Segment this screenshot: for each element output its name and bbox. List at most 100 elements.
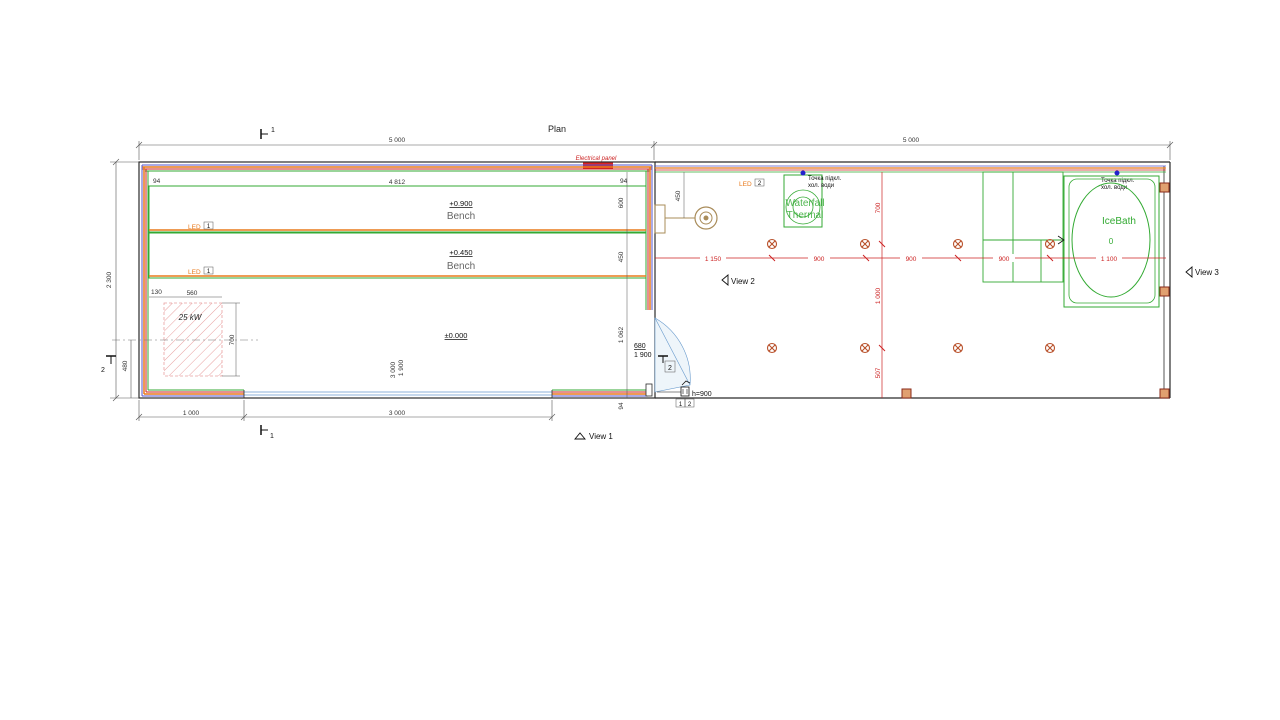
dim-480: 480: [122, 360, 129, 371]
section-mark-1-bottom-label: 1: [270, 433, 274, 440]
ice-bath: [1063, 175, 1160, 308]
water-point-2-line1: Точка підкл.: [1101, 178, 1135, 184]
grid-x-1: 1 150: [705, 256, 722, 263]
dim-bench-top: 600: [618, 197, 625, 208]
section-mark-1-bottom: 1: [260, 425, 274, 440]
window-glazing: [243, 390, 553, 398]
post: [1159, 388, 1170, 399]
dim-bottom-middle: 3 000: [389, 410, 406, 417]
water-point-1-line2: хол. води: [808, 183, 834, 189]
dim-top-right: 5 000: [903, 137, 920, 144]
heater-power: 25 kW: [178, 313, 203, 322]
view-3-marker: View 3: [1185, 266, 1219, 278]
light-fixture: [859, 342, 871, 354]
led-2-label: LED: [739, 181, 752, 188]
section-mark-1-top-label: 1: [271, 127, 275, 134]
led-1-lower-tag: [203, 266, 214, 275]
section-mark-2-left: 2: [101, 355, 116, 374]
view-1-marker: View 1: [574, 432, 613, 441]
led-2-tag: [754, 178, 765, 187]
dim-floor: 1 062: [618, 326, 625, 343]
view-3-label: View 3: [1195, 268, 1219, 277]
bench-upper: [148, 185, 647, 233]
window-height-sill: 1 900: [398, 359, 405, 376]
post: [901, 388, 912, 399]
grid-y-labels: 700 1 000 507: [875, 202, 882, 378]
post: [1159, 182, 1170, 193]
bottom-dimension-line: [135, 400, 556, 421]
water-point-1: [800, 170, 806, 176]
light-fixture: [1044, 342, 1056, 354]
light-fixture: [766, 238, 778, 250]
dim-bottom-94: 94: [618, 402, 625, 410]
light-fixtures: [766, 238, 1056, 354]
grid-x-5: 1 100: [1101, 256, 1118, 263]
tap-tag-2-box: [684, 398, 695, 408]
waterfall-label: Waterfall: [785, 198, 824, 209]
section-mark-2-right-label: 2: [668, 365, 672, 372]
posts: [901, 182, 1170, 399]
dim-top-left: 5 000: [389, 137, 406, 144]
grid-y-2: 1 000: [875, 287, 882, 304]
window-height-top: 3 000: [390, 361, 397, 378]
water-point-1-line1: Точка підкл.: [808, 176, 842, 182]
electrical-panel-label: Electrical panel: [576, 156, 617, 162]
shower-head: [654, 204, 718, 234]
right-room-walls: [654, 161, 1171, 399]
section-mark-1-top: 1: [260, 127, 275, 139]
arrow-icon: [1057, 235, 1065, 245]
led-1-upper-label: LED: [188, 224, 201, 231]
led-1-upper-tag: [203, 221, 214, 230]
grid-y-1: 700: [875, 202, 882, 213]
icebath-value: 0: [1109, 237, 1114, 246]
grid-ticks: [768, 240, 1054, 352]
light-fixture: [766, 342, 778, 354]
grid-y-3: 507: [875, 367, 882, 378]
view-2-label: View 2: [731, 277, 755, 286]
bench-lower-label: Bench: [447, 261, 475, 272]
led-1-lower-label: LED: [188, 269, 201, 276]
section-mark-2-right: 2: [658, 355, 676, 373]
door-width: 680: [634, 343, 646, 350]
bench-upper-level: +0.900: [449, 199, 472, 208]
plan-title: Plan: [548, 124, 566, 134]
floor-level: ±0.000: [445, 331, 468, 340]
bench-lower-level: +0.450: [449, 248, 472, 257]
grid-x-4: 900: [999, 256, 1010, 263]
grid-x-3: 900: [906, 256, 917, 263]
dim-inner-left: 94: [153, 178, 161, 185]
post: [1159, 286, 1170, 297]
tap-height: h=900: [692, 391, 712, 398]
heater-dim-width: 560: [187, 290, 198, 297]
left-height-dimension: [110, 158, 139, 402]
bench-lower: [148, 232, 647, 279]
heater-dims: [149, 296, 240, 377]
light-fixture: [952, 238, 964, 250]
heater-dim-height: 700: [229, 334, 236, 345]
mixer-tap: [657, 380, 691, 397]
light-fixture: [859, 238, 871, 250]
dim-inner-length: 4 812: [389, 179, 406, 186]
door-height: 1 900: [634, 352, 652, 359]
dim-height-total: 2 300: [106, 271, 113, 288]
water-point-2: [1114, 170, 1120, 176]
heater: [163, 302, 223, 377]
heater-dim-offset: 130: [151, 289, 162, 296]
tap-tag-1: 1: [679, 402, 683, 408]
grid-x-labels: 1 150 900 900 900 1 100: [700, 254, 1122, 263]
light-fixture: [952, 342, 964, 354]
led-2-number: 2: [758, 181, 762, 187]
door-swing: [654, 317, 691, 393]
section-mark-2-left-label: 2: [101, 367, 105, 374]
water-point-2-line2: хол. води: [1101, 185, 1127, 191]
shower-dim: 450: [675, 190, 682, 201]
light-fixture: [1044, 238, 1056, 250]
left-room-walls: [138, 161, 656, 399]
view-1-label: View 1: [589, 432, 613, 441]
view-2-marker: View 2: [721, 274, 755, 286]
led-1-lower-number: 1: [207, 269, 211, 275]
steps-block: [982, 171, 1064, 283]
grid-x-2: 900: [814, 256, 825, 263]
led-1-upper-number: 1: [207, 224, 211, 230]
